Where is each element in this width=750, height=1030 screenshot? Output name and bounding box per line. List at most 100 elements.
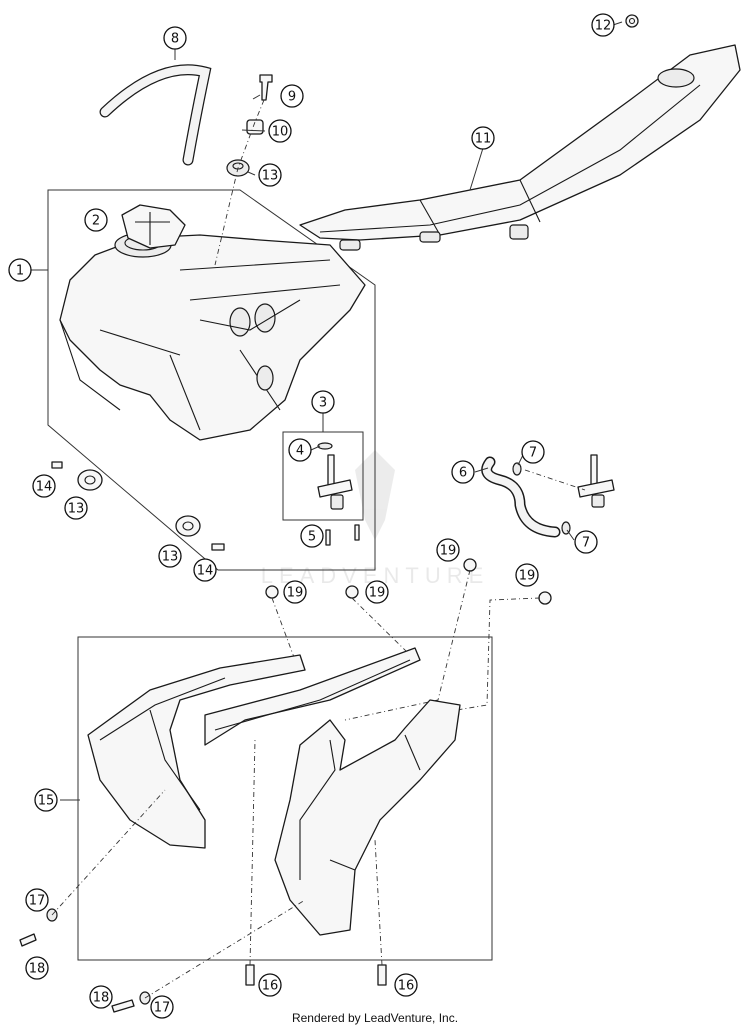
shroud-group-outline [77,636,493,961]
callout-circle [25,888,49,912]
callout-11: 11 [471,126,495,150]
callout-4: 4 [288,438,312,462]
callout-number: 19 [440,544,457,559]
callout-1: 1 [8,258,32,282]
callout-circle [311,390,335,414]
callout-number: 18 [93,991,110,1006]
callout-number: 13 [68,502,85,517]
callout-number: 14 [36,480,53,495]
callout-6: 6 [451,460,475,484]
callout-number: 3 [319,396,327,411]
tank-washer[interactable] [246,119,264,135]
mount-bushing-left[interactable] [77,469,103,491]
callout-16: 16 [394,973,418,997]
fuel-tap-screws[interactable] [325,524,360,546]
callout-number: 14 [197,564,214,579]
callout-circle [84,208,108,232]
callout-number: 9 [288,90,296,105]
screw-axis-line [214,99,265,266]
mount-screw-left[interactable] [51,461,63,469]
callout-number: 11 [475,132,492,147]
shroud-screw-small[interactable] [19,933,135,1013]
callout-15: 15 [34,788,58,812]
small-screw-axes [51,789,306,999]
callout-9: 9 [280,84,304,108]
callout-number: 13 [162,550,179,565]
callout-circle [34,788,58,812]
callout-number: 18 [29,962,46,977]
callout-number: 7 [582,536,590,551]
seat-fastener[interactable] [625,14,639,28]
fuel-line[interactable] [481,456,561,538]
right-radiator-shroud[interactable] [274,699,461,936]
callout-10: 10 [268,119,292,143]
callout-circle [32,474,56,498]
callout-12: 12 [591,13,615,37]
callout-number: 13 [262,169,279,184]
mount-bushing-right[interactable] [175,515,201,537]
callout-number: 17 [154,1001,171,1016]
fuel-tap[interactable] [317,442,353,510]
shroud-screw[interactable] [265,558,552,605]
callout-number: 7 [529,446,537,461]
callout-circle [258,973,282,997]
tank-group-outline [47,189,376,571]
bolt-axes-bottom [249,739,383,966]
callout-circle [300,524,324,548]
callout-19: 19 [283,580,307,604]
render-credit: Rendered by LeadVenture, Inc. [291,1011,459,1025]
callout-circle [394,973,418,997]
callout-circle [451,460,475,484]
callout-circle [150,995,174,1019]
callout-19: 19 [515,563,539,587]
callout-number: 16 [262,979,279,994]
callout-14: 14 [193,558,217,582]
callout-14: 14 [32,474,56,498]
callout-16: 16 [258,973,282,997]
callout-17: 17 [150,995,174,1019]
callout-number: 19 [287,586,304,601]
callout-circle [193,558,217,582]
callout-circle [163,26,187,50]
callout-18: 18 [89,985,113,1009]
callout-circle [258,163,282,187]
callout-number: 5 [308,530,316,545]
seat[interactable] [299,44,741,251]
mount-screw-right[interactable] [211,543,225,551]
callout-number: 10 [272,125,289,140]
callout-number: 6 [459,466,467,481]
callout-circle [521,440,545,464]
callout-circle [268,119,292,143]
callout-19: 19 [436,538,460,562]
callout-circle [515,563,539,587]
tank-cap[interactable] [121,204,186,249]
callout-7: 7 [521,440,545,464]
vent-hose[interactable] [99,64,212,166]
callout-number: 15 [38,794,55,809]
left-radiator-shroud[interactable] [87,647,421,849]
shroud-screw-axes [271,569,541,721]
callout-7: 7 [574,530,598,554]
callout-8: 8 [163,26,187,50]
callout-circle [591,13,615,37]
callout-circle [574,530,598,554]
callout-circle [283,580,307,604]
callout-circle [158,544,182,568]
callout-5: 5 [300,524,324,548]
callout-number: 19 [519,569,536,584]
callout-19: 19 [365,580,389,604]
callout-number: 12 [595,19,612,34]
callout-number: 1 [16,264,24,279]
callout-number: 2 [92,214,100,229]
tank-screw[interactable] [259,74,273,101]
callout-circle [471,126,495,150]
callout-number: 8 [171,32,179,47]
callout-number: 17 [29,894,46,909]
shroud-bolt-bottom[interactable] [245,964,387,986]
callout-3: 3 [311,390,335,414]
callout-circle [436,538,460,562]
callout-13: 13 [258,163,282,187]
fuel-tap-assembly[interactable] [524,454,615,508]
callout-13: 13 [158,544,182,568]
